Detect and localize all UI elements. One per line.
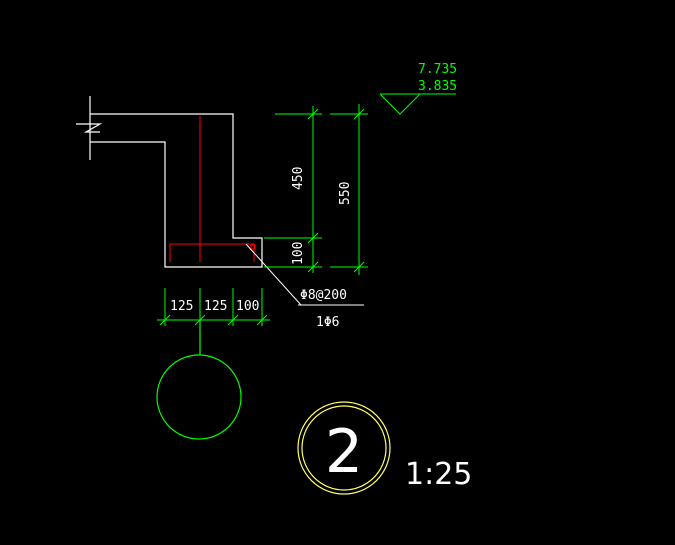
pile-circle <box>156 354 242 440</box>
vertical-dimensions <box>264 104 368 275</box>
section-outline <box>76 96 263 268</box>
dim-450: 450 <box>291 167 306 190</box>
elevation-triangle <box>379 93 422 115</box>
rebar-longitudinal-label: 1Φ6 <box>316 315 339 330</box>
rebar-group <box>169 116 256 262</box>
detail-circle-outer <box>297 401 391 495</box>
dim-550: 550 <box>338 182 353 205</box>
dim-125-a: 125 <box>170 299 193 314</box>
detail-number: 2 <box>325 417 363 487</box>
break-line-mark <box>76 123 103 133</box>
elevation-top: 7.735 <box>418 62 457 77</box>
detail-scale: 1:25 <box>405 457 472 492</box>
pile <box>156 320 242 440</box>
dim-125-b: 125 <box>204 299 227 314</box>
dim-100-vertical: 100 <box>291 242 306 265</box>
rebar-leader <box>245 243 364 306</box>
detail-marker <box>297 401 391 495</box>
detail-circle-inner <box>301 405 387 491</box>
rebar-stirrup-label: Φ8@200 <box>300 288 347 303</box>
outline-profile <box>90 113 263 268</box>
elevation-symbol <box>379 93 456 115</box>
elevation-bottom: 3.835 <box>418 79 457 94</box>
horizontal-dimensions <box>157 288 270 326</box>
dim-100-horizontal: 100 <box>236 299 259 314</box>
bottom-rebar <box>169 243 255 262</box>
rebar-dot <box>250 244 256 250</box>
